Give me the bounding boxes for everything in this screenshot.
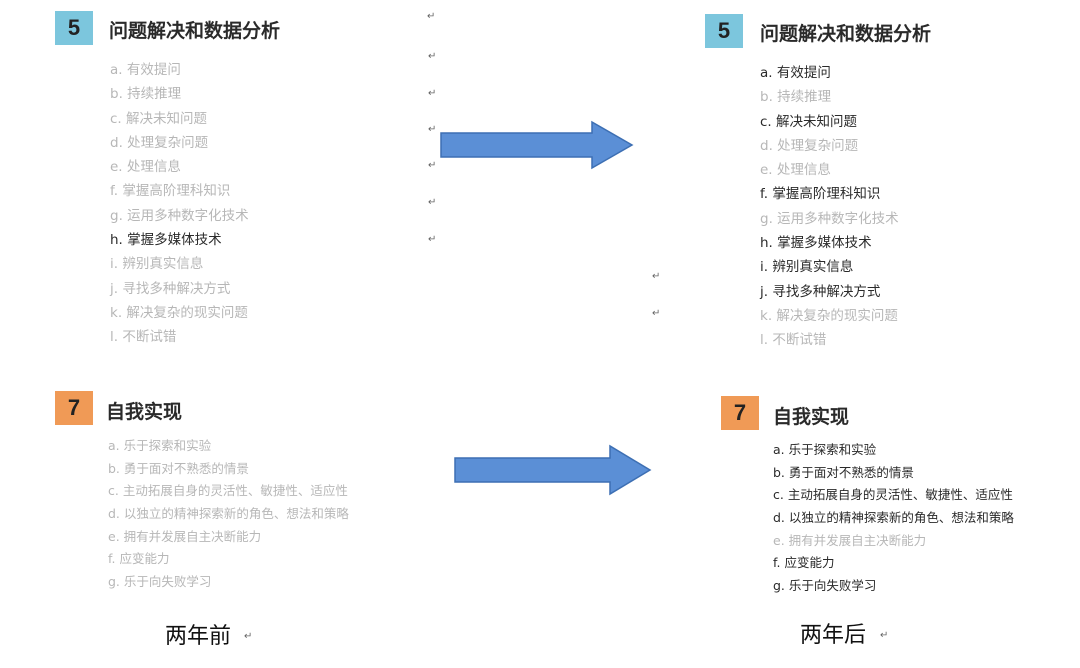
list-item: l. 不断试错 [110,329,177,346]
list-item: d. 以独立的精神探索新的角色、想法和策略 [108,506,349,522]
after-section7-list: a. 乐于探索和实验 b. 勇于面对不熟悉的情景 c. 主动拓展自身的灵活性、敏捷性… [773,439,1014,598]
list-item: f. 应变能力 [773,555,835,571]
return-arrow-icon: ↵ [428,197,437,208]
list-item: e. 处理信息 [110,159,181,176]
list-item: c. 主动拓展自身的灵活性、敏捷性、适应性 [108,483,348,499]
list-item: g. 运用多种数字化技术 [760,210,899,227]
right-arrow-icon [454,444,652,496]
list-item: f. 掌握高阶理科知识 [110,183,231,200]
list-item: c. 解决未知问题 [110,110,208,127]
list-item: d. 处理复杂问题 [760,137,859,154]
after-section7-badge: 7 [721,396,759,430]
return-arrow-icon: ↵ [428,234,437,245]
before-section7-title: 自我实现 [106,401,183,423]
list-item: l. 不断试错 [760,332,827,349]
return-arrow-icon: ↵ [880,630,889,641]
list-item: i. 辨别真实信息 [110,256,204,273]
return-arrow-icon: ↵ [652,271,661,282]
return-arrow-icon: ↵ [428,51,437,62]
return-arrow-icon: ↵ [428,88,437,99]
before-section7-badge: 7 [55,391,93,425]
return-arrow-icon: ↵ [652,308,661,319]
list-item: e. 拥有并发展自主决断能力 [773,532,927,548]
after-section5-list: a. 有效提问 b. 持续推理 c. 解决未知问题 d. 处理复杂问题 e. 处理信息 f… [760,61,899,353]
list-item: a. 乐于探索和实验 [773,442,877,457]
list-item: d. 以独立的精神探索新的角色、想法和策略 [773,510,1014,526]
list-item: j. 寻找多种解决方式 [110,280,231,297]
list-item: e. 处理信息 [760,162,831,179]
right-arrow-icon [440,120,634,170]
list-item: c. 主动拓展自身的灵活性、敏捷性、适应性 [773,487,1013,503]
list-item: b. 勇于面对不熟悉的情景 [108,460,249,476]
list-item: b. 持续推理 [110,86,182,103]
list-item: f. 掌握高阶理科知识 [760,186,881,203]
list-item: b. 勇于面对不熟悉的情景 [773,464,914,480]
after-section5-badge: 5 [705,14,743,48]
return-arrow-icon: ↵ [427,11,436,22]
return-arrow-icon: ↵ [428,124,437,135]
list-item: k. 解决复杂的现实问题 [110,304,248,321]
before-section5-title: 问题解决和数据分析 [109,20,281,42]
list-item: g. 运用多种数字化技术 [110,207,249,224]
before-section5-list: a. 有效提问 b. 持续推理 c. 解决未知问题 d. 处理复杂问题 e. 处理信息 f… [110,58,249,350]
before-caption: 两年前 [165,624,232,649]
list-item: a. 有效提问 [110,62,181,78]
list-item: k. 解决复杂的现实问题 [760,307,898,324]
list-item: f. 应变能力 [108,551,170,567]
list-item: j. 寻找多种解决方式 [760,283,881,300]
before-section5-badge: 5 [55,11,93,45]
after-section5-title: 问题解决和数据分析 [760,23,932,45]
list-item: c. 解决未知问题 [760,113,858,130]
list-item: h. 掌握多媒体技术 [110,232,222,249]
list-item: i. 辨别真实信息 [760,259,854,276]
list-item: b. 持续推理 [760,89,832,106]
return-arrow-icon: ↵ [428,160,437,171]
list-item: a. 有效提问 [760,65,831,81]
after-caption: 两年后 [800,623,867,648]
list-item: a. 乐于探索和实验 [108,438,212,453]
list-item: g. 乐于向失败学习 [773,578,877,594]
return-arrow-icon: ↵ [244,631,253,642]
list-item: g. 乐于向失败学习 [108,574,212,590]
after-section7-title: 自我实现 [773,406,850,428]
list-item: d. 处理复杂问题 [110,134,209,151]
list-item: h. 掌握多媒体技术 [760,235,872,252]
before-section7-list: a. 乐于探索和实验 b. 勇于面对不熟悉的情景 c. 主动拓展自身的灵活性、敏捷性… [108,435,349,594]
list-item: e. 拥有并发展自主决断能力 [108,528,262,544]
